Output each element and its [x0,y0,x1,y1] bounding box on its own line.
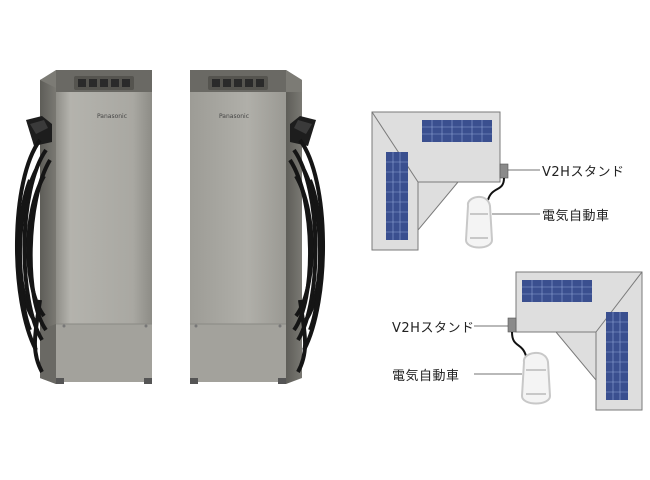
left-unit-brand-logo: Panasonic [97,113,127,120]
right-unit-coiled-cable [288,138,325,373]
top-solar-panel-horizontal [422,120,492,142]
left-unit-control-panel [74,76,134,90]
bottom-solar-panel-horizontal [522,280,592,302]
right-unit-control-panel [208,76,268,90]
right-unit-brand-logo: Panasonic [219,113,249,120]
left-unit-connector-holster [26,116,52,146]
bottom-electric-car-label: 電気自動車 [392,369,460,384]
bottom-solar-panel-vertical [606,312,628,400]
top-v2h-stand-icon [499,163,509,179]
top-solar-panel-vertical [386,152,408,240]
right-unit-connector-holster [290,116,316,146]
top-electric-car-label: 電気自動車 [542,209,610,224]
bottom-v2h-stand-label: V2Hスタンド [392,321,475,336]
top-v2h-stand-label: V2Hスタンド [542,165,625,180]
top-electric-car-icon [464,196,494,249]
top-house-diagram [371,111,540,251]
bottom-v2h-stand-icon [507,317,517,333]
bottom-house-diagram [474,271,643,411]
left-unit-coiled-cable [15,138,52,373]
bottom-electric-car-icon [520,352,552,405]
